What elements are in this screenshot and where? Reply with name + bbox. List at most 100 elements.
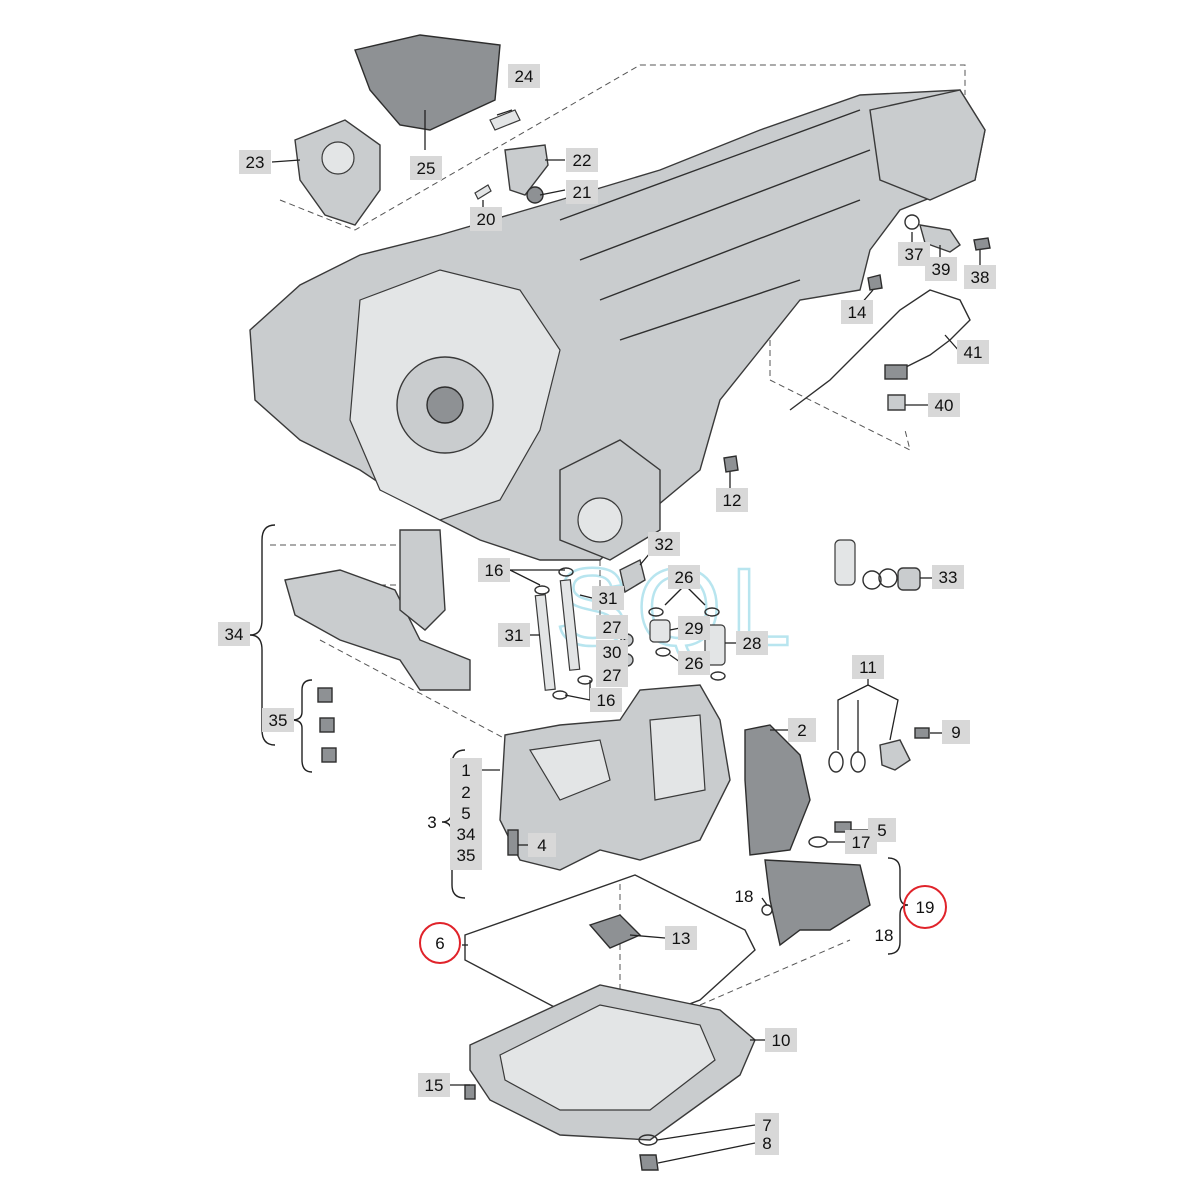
callout-20: 20 xyxy=(470,207,502,231)
callout-18-left: 18 xyxy=(735,887,754,906)
callout-41: 41 xyxy=(957,340,989,364)
svg-text:21: 21 xyxy=(573,183,592,202)
svg-text:31: 31 xyxy=(505,626,524,645)
callout-27-top: 27 xyxy=(596,615,628,639)
callout-18-right: 18 xyxy=(875,926,894,945)
hydraulic-fittings-33 xyxy=(834,539,921,591)
callout-31-top: 31 xyxy=(592,586,624,610)
group-3-item: 35 xyxy=(457,846,476,865)
svg-text:37: 37 xyxy=(905,245,924,264)
svg-text:2: 2 xyxy=(797,721,806,740)
callout-21: 21 xyxy=(566,180,598,204)
svg-text:35: 35 xyxy=(269,711,288,730)
callout-16-bottom: 16 xyxy=(590,688,622,712)
bolt-15 xyxy=(464,1084,476,1100)
svg-text:28: 28 xyxy=(743,634,762,653)
callout-13: 13 xyxy=(665,926,697,950)
svg-text:40: 40 xyxy=(935,396,954,415)
plate-assembly-34 xyxy=(284,529,471,691)
callout-38: 38 xyxy=(964,265,996,289)
svg-text:14: 14 xyxy=(848,303,867,322)
svg-text:39: 39 xyxy=(932,260,951,279)
callout-11: 11 xyxy=(852,655,884,679)
callout-39: 39 xyxy=(925,257,957,281)
callout-9: 9 xyxy=(942,720,970,744)
svg-text:9: 9 xyxy=(951,723,960,742)
highlight-circle-19 xyxy=(903,885,947,929)
group-3-item: 2 xyxy=(461,783,470,802)
svg-text:26: 26 xyxy=(675,568,694,587)
oil-tubes xyxy=(534,567,593,700)
callout-37: 37 xyxy=(898,242,930,266)
callout-17: 17 xyxy=(845,830,877,854)
connector-seals-11 xyxy=(828,727,930,773)
oil-filter-19 xyxy=(761,859,871,947)
callout-15: 15 xyxy=(418,1073,450,1097)
callout-8: 8 xyxy=(755,1131,779,1155)
svg-text:31: 31 xyxy=(599,589,618,608)
svg-text:10: 10 xyxy=(772,1031,791,1050)
svg-text:33: 33 xyxy=(939,568,958,587)
svg-text:17: 17 xyxy=(852,833,871,852)
svg-text:32: 32 xyxy=(655,535,674,554)
svg-text:38: 38 xyxy=(971,268,990,287)
svg-text:30: 30 xyxy=(603,643,622,662)
svg-text:23: 23 xyxy=(246,153,265,172)
svg-text:5: 5 xyxy=(877,821,886,840)
svg-text:27: 27 xyxy=(603,666,622,685)
callout-29: 29 xyxy=(678,616,710,640)
callout-34: 34 xyxy=(218,622,250,646)
callout-32: 32 xyxy=(648,532,680,556)
oil-pan-10 xyxy=(469,984,756,1141)
svg-text:16: 16 xyxy=(485,561,504,580)
svg-text:13: 13 xyxy=(672,929,691,948)
svg-text:20: 20 xyxy=(477,210,496,229)
callout-16-top: 16 xyxy=(478,558,510,582)
callout-3: 3 xyxy=(427,813,436,832)
callout-4: 4 xyxy=(528,833,556,857)
callout-10: 10 xyxy=(765,1028,797,1052)
callout-27-bottom: 27 xyxy=(596,663,628,687)
svg-text:25: 25 xyxy=(417,159,436,178)
callout-labels: 24 23 25 22 21 20 37 39 38 14 41 40 12 3… xyxy=(218,64,996,1155)
magnet-13 xyxy=(588,914,642,949)
callout-2: 2 xyxy=(788,718,816,742)
svg-text:4: 4 xyxy=(537,836,546,855)
callout-22: 22 xyxy=(566,148,598,172)
callout-14: 14 xyxy=(841,300,873,324)
callout-40: 40 xyxy=(928,393,960,417)
speed-sensor xyxy=(904,214,991,253)
svg-text:16: 16 xyxy=(597,691,616,710)
callout-12: 12 xyxy=(716,488,748,512)
callout-26-bottom: 26 xyxy=(678,651,710,675)
svg-text:27: 27 xyxy=(603,618,622,637)
callout-6: 6 xyxy=(435,934,444,953)
drain-plug-12 xyxy=(723,455,739,473)
bolt-5 xyxy=(834,821,852,833)
wiring-harness xyxy=(789,274,971,411)
transmission-housing xyxy=(249,89,986,561)
svg-text:34: 34 xyxy=(225,625,244,644)
svg-text:24: 24 xyxy=(515,67,534,86)
callout-30: 30 xyxy=(596,640,628,664)
valve-body xyxy=(499,684,731,871)
mechatronic-unit-2 xyxy=(744,724,811,856)
svg-text:26: 26 xyxy=(685,654,704,673)
transmission-mount-parts xyxy=(294,34,521,226)
oil-pan-gasket-6 xyxy=(464,874,756,1031)
svg-text:29: 29 xyxy=(685,619,704,638)
svg-text:41: 41 xyxy=(964,343,983,362)
callout-35: 35 xyxy=(262,708,294,732)
callout-28: 28 xyxy=(736,631,768,655)
callout-25: 25 xyxy=(410,156,442,180)
callout-33: 33 xyxy=(932,565,964,589)
bracket-32 xyxy=(619,558,646,594)
group-3-list: 1 2 5 34 35 xyxy=(450,758,482,870)
o-ring-17 xyxy=(808,836,828,848)
group-3-item: 1 xyxy=(461,761,470,780)
callout-23: 23 xyxy=(239,150,271,174)
callout-19: 19 xyxy=(916,898,935,917)
svg-text:7: 7 xyxy=(762,1116,771,1135)
callout-31-left: 31 xyxy=(498,623,530,647)
